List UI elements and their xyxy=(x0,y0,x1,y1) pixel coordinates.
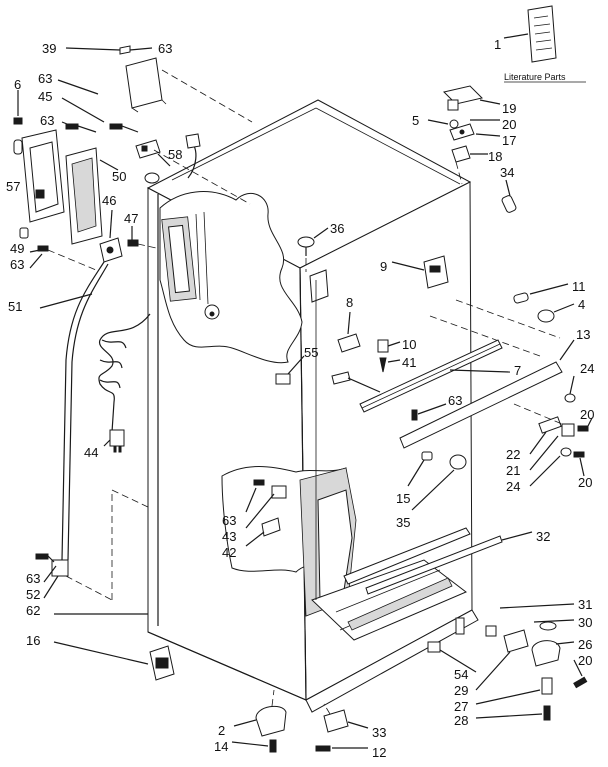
callout-13: 13 xyxy=(576,327,590,342)
bracket-45 xyxy=(135,139,251,205)
capillary-tube-51 xyxy=(39,261,109,561)
callout-43: 43 xyxy=(222,529,236,544)
thermostat-46 xyxy=(99,209,157,263)
callout-36: 36 xyxy=(330,221,344,236)
callout-41: 41 xyxy=(402,355,416,370)
callout-39: 39 xyxy=(42,41,56,56)
callout-52: 52 xyxy=(26,587,40,602)
insulation-50 xyxy=(65,147,119,245)
bumpers-15-35 xyxy=(407,451,467,511)
top-hinge-assembly xyxy=(427,85,517,213)
callout-49: 49 xyxy=(10,241,24,256)
callout-63: 63 xyxy=(40,113,54,128)
wire-harness-58 xyxy=(144,133,201,184)
callout-45: 45 xyxy=(38,89,52,104)
bottom-front-parts xyxy=(231,689,369,753)
callout-20: 20 xyxy=(578,653,592,668)
callout-57: 57 xyxy=(6,179,20,194)
callout-10: 10 xyxy=(402,337,416,352)
refrigerator-cabinet xyxy=(146,99,561,713)
callout-6: 6 xyxy=(14,77,21,92)
callout-22: 22 xyxy=(506,447,520,462)
screws-49-63 xyxy=(19,227,97,271)
callout-2: 2 xyxy=(218,723,225,738)
screws-63-upper xyxy=(57,79,139,133)
callout-1: 1 xyxy=(494,37,501,52)
callout-62: 62 xyxy=(26,603,40,618)
literature-booklet: Literature Parts xyxy=(503,5,586,83)
callout-16: 16 xyxy=(26,633,40,648)
callout-21: 21 xyxy=(506,463,520,478)
callout-20: 20 xyxy=(502,117,516,132)
callout-33: 33 xyxy=(372,725,386,740)
callout-50: 50 xyxy=(112,169,126,184)
control-housing-6 xyxy=(13,90,65,223)
callout-46: 46 xyxy=(102,193,116,208)
literature-caption: Literature Parts xyxy=(504,72,566,82)
power-cord-44 xyxy=(98,313,151,453)
callout-34: 34 xyxy=(500,165,514,180)
callout-19: 19 xyxy=(502,101,516,116)
callout-24: 24 xyxy=(580,361,594,376)
callout-42: 42 xyxy=(222,545,236,560)
duct-parts xyxy=(245,479,287,547)
callout-17: 17 xyxy=(502,133,516,148)
callout-63: 63 xyxy=(26,571,40,586)
callout-18: 18 xyxy=(488,149,502,164)
callout-20: 20 xyxy=(580,407,594,422)
callout-31: 31 xyxy=(578,597,592,612)
control-cover-39 xyxy=(65,45,253,123)
callout-24: 24 xyxy=(506,479,520,494)
callout-9: 9 xyxy=(380,259,387,274)
callout-63: 63 xyxy=(38,71,52,86)
callout-4: 4 xyxy=(578,297,585,312)
leveling-leg-16 xyxy=(53,613,175,681)
shelf-rail-13 xyxy=(399,339,575,449)
callout-35: 35 xyxy=(396,515,410,530)
callout-58: 58 xyxy=(168,147,182,162)
callout-55: 55 xyxy=(304,345,318,360)
shelf-rail-7 xyxy=(331,339,511,413)
center-hinge-assembly xyxy=(513,375,593,487)
callout-7: 7 xyxy=(514,363,521,378)
callout-44: 44 xyxy=(84,445,98,460)
bottom-hinge-assembly xyxy=(427,603,588,721)
callout-47: 47 xyxy=(124,211,138,226)
door-stop-parts xyxy=(513,283,575,323)
callout-54: 54 xyxy=(454,667,468,682)
callout-63: 63 xyxy=(448,393,462,408)
callout-12: 12 xyxy=(372,745,386,760)
callout-15: 15 xyxy=(396,491,410,506)
callout-63: 63 xyxy=(158,41,172,56)
trim-strip-32 xyxy=(365,531,533,595)
callout-32: 32 xyxy=(536,529,550,544)
callout-8: 8 xyxy=(346,295,353,310)
callout-26: 26 xyxy=(578,637,592,652)
callout-5: 5 xyxy=(412,113,419,128)
callout-28: 28 xyxy=(454,713,468,728)
callout-63: 63 xyxy=(222,513,236,528)
callout-11: 11 xyxy=(572,279,586,294)
callout-27: 27 xyxy=(454,699,468,714)
callout-20: 20 xyxy=(578,475,592,490)
callout-63: 63 xyxy=(10,257,24,272)
callout-51: 51 xyxy=(8,299,22,314)
callout-30: 30 xyxy=(578,615,592,630)
tube-clamp-52 xyxy=(35,489,151,601)
center-parts xyxy=(275,227,449,385)
callout-14: 14 xyxy=(214,739,228,754)
callout-29: 29 xyxy=(454,683,468,698)
